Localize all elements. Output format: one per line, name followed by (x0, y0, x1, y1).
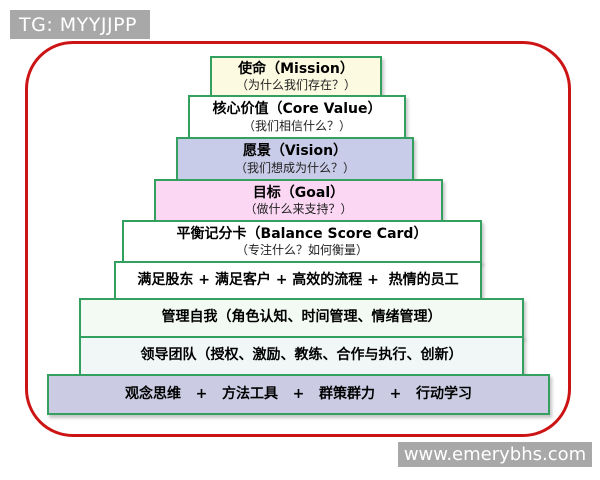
watermark-tag-badge: TG: MYYJJPP (10, 10, 150, 39)
level-title: 领导团队（授权、激励、教练、合作与执行、创新） (140, 347, 463, 364)
pyramid-level-foundation: 观念思维 + 方法工具 + 群策群力 + 行动学习 (47, 374, 550, 415)
level-title: 目标（Goal） (252, 184, 345, 201)
pyramid-level-core-value: 核心价值（Core Value） （我们相信什么？） (188, 95, 406, 139)
website-watermark-label: www.emerybhs.com (403, 444, 587, 465)
level-subtitle: （专注什么？如何衡量） (235, 243, 368, 258)
pyramid-level-vision: 愿景（Vision） （我们想成为什么？） (176, 137, 414, 181)
level-subtitle: （我们相信什么？） (242, 118, 351, 133)
pyramid-level-self-management: 管理自我（角色认知、时间管理、情绪管理） (79, 298, 524, 338)
level-title: 使命（Mission） (238, 60, 354, 77)
red-rounded-frame (25, 41, 571, 437)
level-title: 愿景（Vision） (242, 143, 348, 160)
level-subtitle: （我们想成为什么？） (234, 160, 355, 175)
website-watermark-badge: www.emerybhs.com (398, 442, 592, 467)
level-subtitle: （为什么我们存在？） (235, 78, 356, 93)
pyramid-level-mission: 使命（Mission） （为什么我们存在？） (210, 56, 382, 97)
pyramid-level-balance-score-card: 平衡记分卡（Balance Score Card） （专注什么？如何衡量） (122, 220, 482, 263)
level-title: 平衡记分卡（Balance Score Card） (176, 225, 428, 242)
level-subtitle: （做什么来支持？） (244, 202, 353, 217)
level-title: 观念思维 + 方法工具 + 群策群力 + 行动学习 (125, 385, 472, 402)
watermark-tag-label: TG: MYYJJPP (19, 13, 137, 36)
level-title: 核心价值（Core Value） (212, 101, 382, 118)
pyramid-level-team-leadership: 领导团队（授权、激励、教练、合作与执行、创新） (79, 336, 524, 376)
level-title: 管理自我（角色认知、时间管理、情绪管理） (161, 309, 442, 326)
pyramid-level-goal: 目标（Goal） （做什么来支持？） (154, 179, 443, 222)
pyramid-level-stakeholders: 满足股东 + 满足客户 + 高效的流程 + 热情的员工 (114, 261, 482, 300)
level-title: 满足股东 + 满足客户 + 高效的流程 + 热情的员工 (137, 271, 459, 288)
